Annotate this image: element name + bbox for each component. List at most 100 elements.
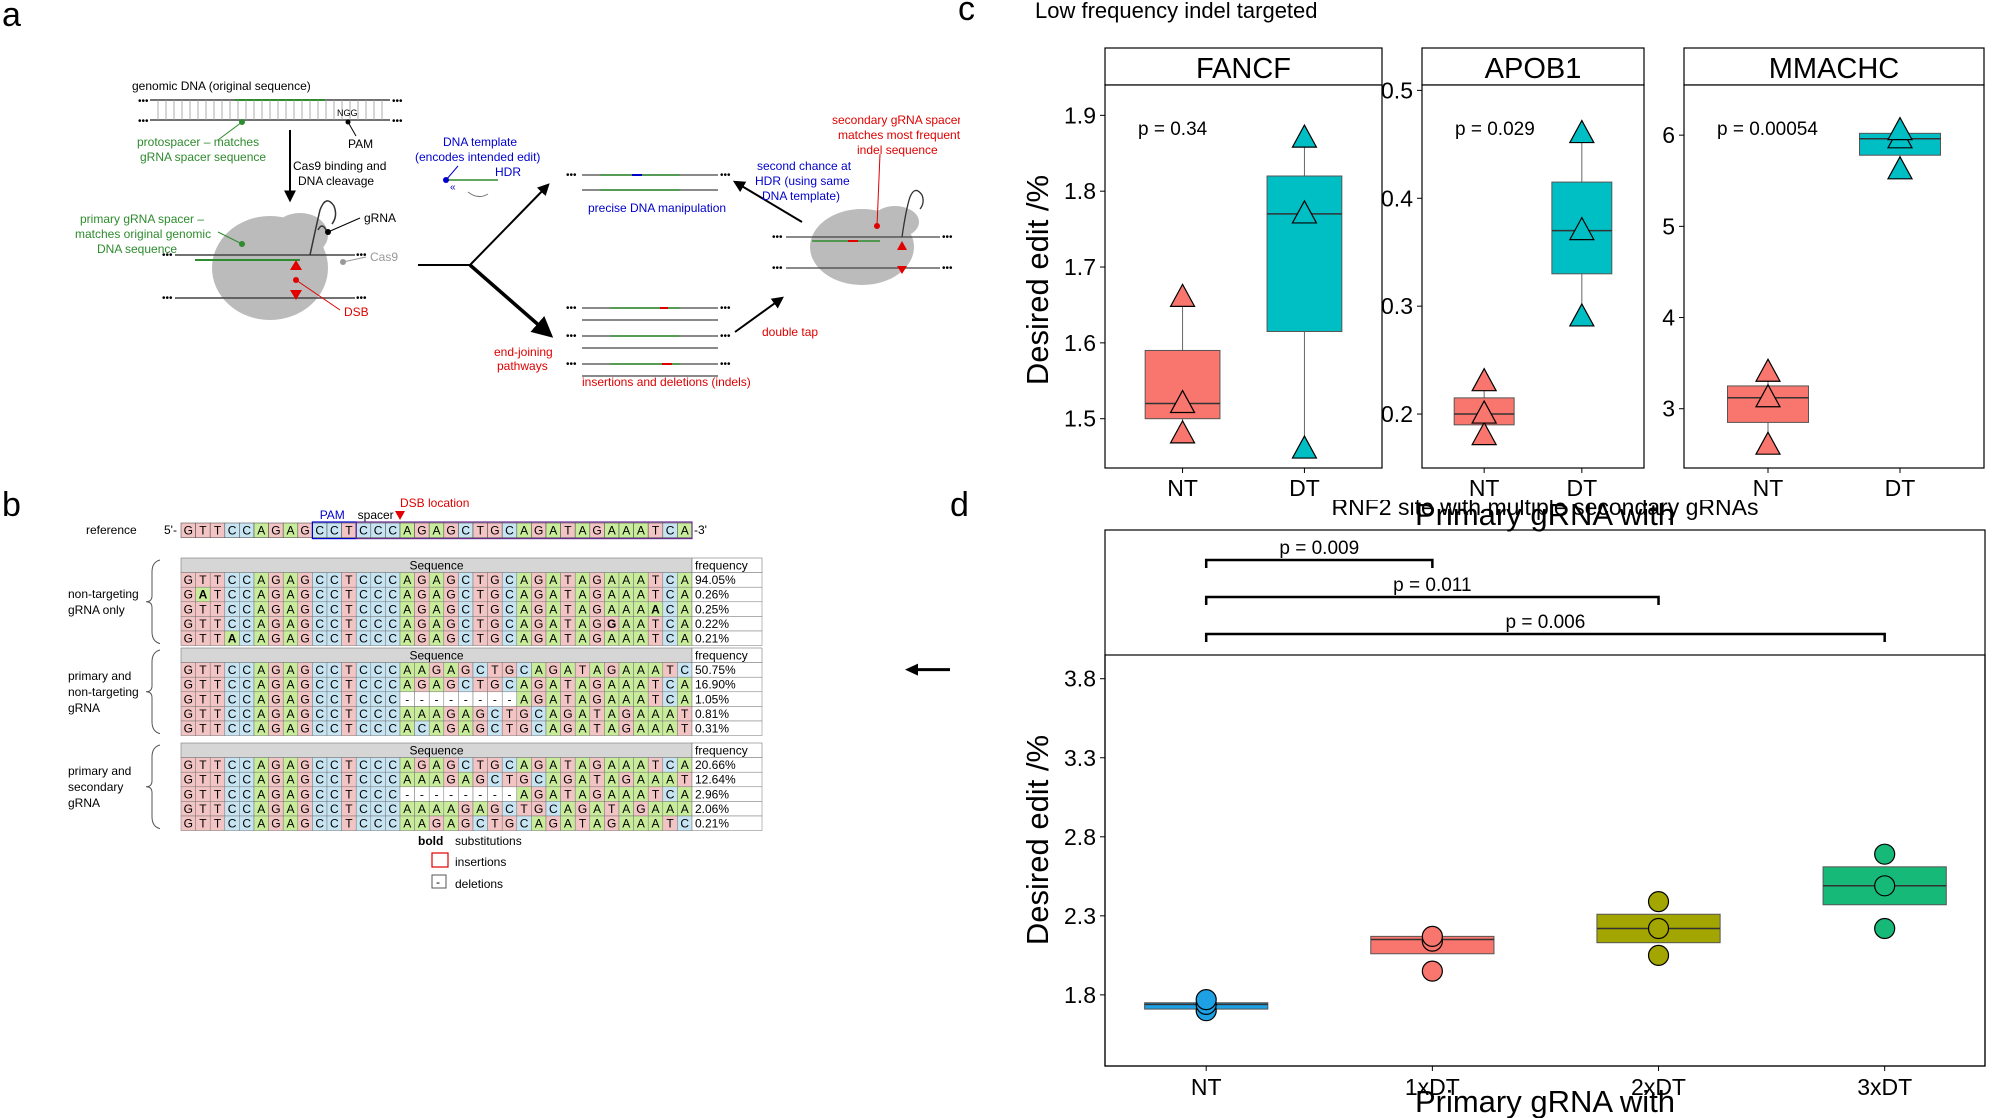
base: C — [374, 817, 383, 831]
base: A — [286, 758, 294, 772]
second-chance-line1: second chance at — [757, 159, 852, 173]
base: - — [420, 692, 424, 706]
base: A — [578, 692, 586, 706]
base: C — [476, 663, 485, 677]
reference-base: C — [388, 524, 397, 538]
base: C — [534, 707, 543, 721]
data-point-triangle — [1169, 389, 1196, 414]
panel-letter-b: b — [2, 486, 21, 524]
y-axis-label: Desired edit /% — [1020, 175, 1055, 385]
base: G — [271, 588, 280, 602]
base: G — [607, 817, 616, 831]
y-tick-label: 1.7 — [1064, 254, 1096, 280]
base: C — [374, 588, 383, 602]
x-tick-label: NT — [1469, 475, 1500, 501]
data-point-triangle — [1754, 383, 1782, 408]
base: C — [461, 617, 470, 631]
base: G — [534, 573, 543, 587]
base: A — [578, 787, 586, 801]
base: A — [432, 617, 440, 631]
most-frequent-arrowhead-icon — [905, 663, 918, 676]
reference-base: T — [214, 524, 222, 538]
base: - — [464, 787, 468, 801]
base: T — [214, 632, 222, 646]
base: T — [652, 678, 660, 692]
base: A — [549, 707, 557, 721]
svg-text:•••: ••• — [942, 232, 953, 243]
y-tick-label: 1.8 — [1064, 982, 1096, 1008]
svg-text:•••: ••• — [392, 96, 403, 107]
base: C — [505, 573, 514, 587]
svg-text:•••: ••• — [772, 232, 783, 243]
reference-base: C — [242, 524, 251, 538]
base: C — [520, 663, 529, 677]
base: C — [549, 802, 558, 816]
base: G — [417, 632, 426, 646]
base: C — [228, 707, 237, 721]
base: A — [535, 817, 543, 831]
base: A — [286, 773, 294, 787]
spacer-annotation: spacer — [358, 508, 394, 522]
base: T — [214, 773, 222, 787]
base: G — [300, 802, 309, 816]
base: T — [345, 573, 353, 587]
dna-template-line2: (encodes intended edit) — [415, 150, 540, 164]
base: C — [666, 787, 675, 801]
base: T — [491, 817, 499, 831]
base: G — [184, 602, 193, 616]
data-point-triangle — [1754, 430, 1782, 455]
base: C — [242, 573, 251, 587]
reference-base: C — [505, 524, 514, 538]
base: T — [681, 722, 689, 736]
frequency-value: 0.31% — [695, 722, 729, 736]
svg-text:•••: ••• — [566, 303, 577, 314]
base: C — [315, 663, 324, 677]
base: G — [534, 758, 543, 772]
base: A — [286, 692, 294, 706]
base: C — [666, 758, 675, 772]
base: A — [257, 663, 265, 677]
base: A — [286, 573, 294, 587]
base: C — [388, 678, 397, 692]
frequency-value: 0.25% — [695, 602, 729, 616]
base: T — [564, 588, 572, 602]
base: A — [403, 678, 411, 692]
base: G — [519, 773, 528, 787]
reference-base: G — [271, 524, 280, 538]
base: - — [449, 692, 453, 706]
base: A — [637, 588, 645, 602]
base: C — [461, 602, 470, 616]
base: A — [681, 617, 689, 631]
base: G — [271, 663, 280, 677]
reference-base: C — [330, 524, 339, 538]
base: C — [374, 617, 383, 631]
frequency-cell — [691, 720, 763, 736]
base: A — [520, 588, 528, 602]
base: - — [420, 787, 424, 801]
frequency-header: frequency — [695, 559, 748, 573]
base: A — [535, 663, 543, 677]
base: A — [651, 602, 660, 616]
svg-text:•••: ••• — [138, 116, 149, 127]
group-brace — [145, 744, 161, 830]
base: C — [315, 758, 324, 772]
base: C — [242, 588, 251, 602]
svg-text:•••: ••• — [162, 293, 173, 304]
data-point-triangle — [1471, 421, 1498, 446]
base: A — [286, 817, 294, 831]
base: C — [666, 602, 675, 616]
base: - — [405, 692, 409, 706]
base: A — [257, 722, 265, 736]
base: A — [257, 707, 265, 721]
reference-base: T — [199, 524, 207, 538]
base: T — [214, 617, 222, 631]
base: G — [300, 588, 309, 602]
reference-base: T — [652, 524, 660, 538]
base: C — [388, 663, 397, 677]
base: G — [300, 787, 309, 801]
base: C — [228, 573, 237, 587]
base: C — [388, 573, 397, 587]
base: C — [228, 588, 237, 602]
plot-panel — [1104, 654, 1986, 1067]
base: A — [520, 678, 528, 692]
